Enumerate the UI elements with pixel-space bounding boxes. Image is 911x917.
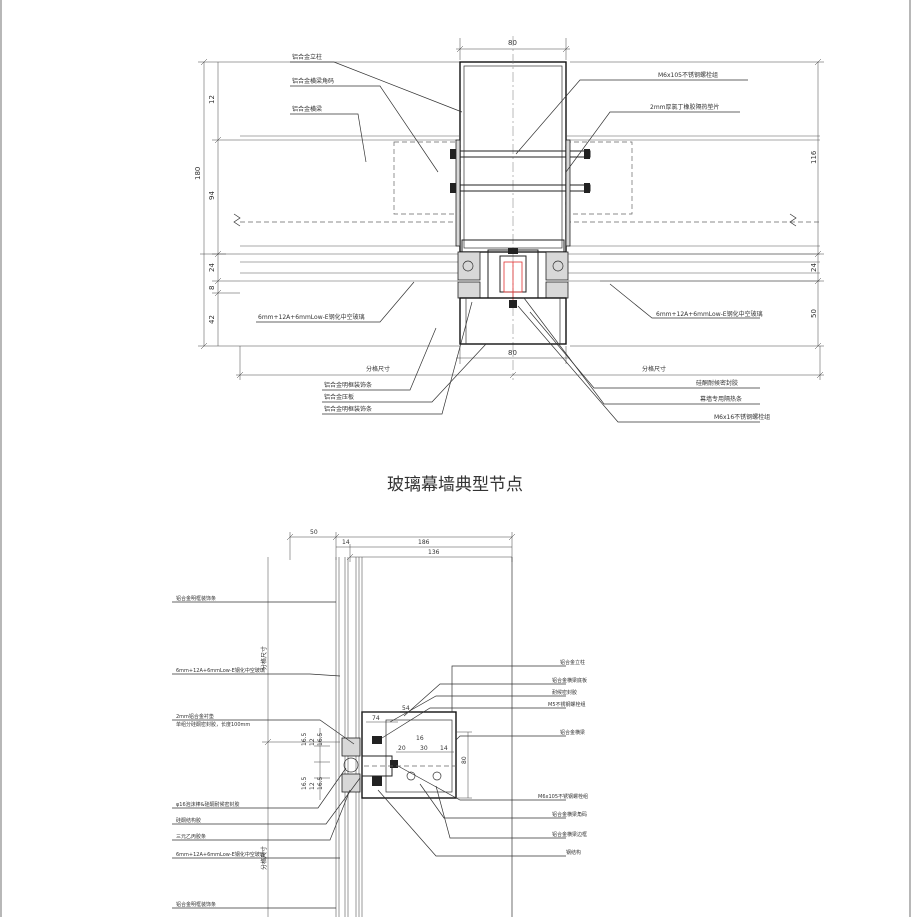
- plan-dimension-bottom: [236, 346, 824, 380]
- vdim-stack-5: 12: [309, 782, 316, 790]
- vdim-50: 50: [310, 529, 318, 536]
- plan-label-bolt-m6x105: M6x105不锈钢螺栓组: [658, 71, 718, 79]
- plan-leader-lines: [256, 61, 760, 423]
- plan-section-drawing: 12 94 180 24 8 42 116 24 50: [194, 36, 824, 423]
- vlabel-cap-bottom: 铝合金明框装饰条: [176, 901, 216, 908]
- vdim-20: 20: [398, 745, 406, 752]
- vertical-section-drawing: 50 186 136 14 分格尺寸 分格尺寸: [172, 529, 588, 917]
- plan-dimension-right: [570, 58, 824, 350]
- aluminum-transom: [240, 135, 820, 247]
- vlabel-transom: 铝合金横梁: [560, 729, 585, 736]
- plan-label-rubber-pad: 2mm厚氯丁橡胶隔热垫片: [650, 103, 720, 111]
- dim-left-8: 8: [208, 286, 216, 290]
- dim-bottom-module-left: 分格尺寸: [366, 365, 390, 373]
- vlabel-cap-top: 铝合金明框装饰条: [176, 595, 216, 602]
- dim-left-24: 24: [208, 263, 216, 272]
- vdim-module-upper: 分格尺寸: [260, 646, 268, 670]
- vlabel-glass-bottom: 6mm+12A+6mmLow-E钢化中空玻璃: [176, 851, 265, 858]
- vertical-detail-dimensions: [314, 721, 472, 800]
- pressure-plate-assembly: [457, 239, 569, 345]
- vlabel-liner-note: 单组分硅酮密封胶，长度100mm: [176, 721, 250, 728]
- vdim-stack-1: 16.5: [301, 732, 308, 746]
- vlabel-transom-bracket: 铝合金横梁角码: [552, 811, 587, 818]
- vdim-74: 74: [372, 715, 380, 722]
- plan-label-pressure-plate: 铝合金压板: [324, 393, 354, 401]
- vlabel-structural-sealant: 硅酮结构胶: [176, 817, 201, 824]
- vlabel-bolt-m6x105: M6x105不锈钢螺栓组: [538, 793, 588, 800]
- vdim-30: 30: [420, 745, 428, 752]
- plan-dimension-right-values: 116 24 50: [810, 150, 818, 318]
- vlabel-transom-base: 铝合金横梁底板: [552, 677, 587, 684]
- dim-left-12: 12: [208, 95, 216, 104]
- break-marks: [233, 213, 797, 227]
- vertical-leader-lines: [172, 601, 566, 909]
- plan-label-transom: 铝合金横梁: [292, 105, 322, 113]
- dim-bottom-80: 80: [508, 349, 517, 357]
- vlabel-epdm-strip: 三元乙丙胶条: [176, 833, 206, 840]
- dim-top-80: 80: [508, 39, 517, 47]
- vdim-80: 80: [461, 756, 468, 764]
- plan-dimension-left-values: 12 94 180 24 8 42: [194, 95, 216, 324]
- m6x105-bolts: [450, 139, 591, 247]
- vdim-14-detail: 14: [440, 745, 448, 752]
- dim-left-42: 42: [208, 315, 216, 324]
- plan-label-sealant: 硅酮耐候密封胶: [696, 379, 738, 387]
- plan-label-cap-1: 铝合金明框装饰条: [324, 381, 372, 389]
- vdim-stack-6: 16.5: [317, 776, 324, 790]
- vdim-136: 136: [428, 549, 440, 556]
- vdim-54: 54: [402, 705, 410, 712]
- vlabel-transom-frame: 铝合金横梁边框: [552, 831, 587, 838]
- plan-label-mullion: 铝合金立柱: [292, 53, 322, 61]
- plan-label-transom-bracket: 铝合金横梁角码: [292, 77, 334, 85]
- plan-label-thermal-break: 幕墙专用隔热条: [700, 395, 742, 403]
- plan-label-bolt-m6x16: M6x16不锈钢螺栓组: [714, 413, 770, 421]
- vlabel-foam-rod: φ16泡沫棒&硅酮耐候密封胶: [176, 801, 240, 808]
- dim-right-24: 24: [810, 263, 818, 272]
- vdim-stack-2: 12: [309, 738, 316, 746]
- vdim-stack-4: 16.5: [301, 776, 308, 790]
- plan-label-glass-right: 6mm+12A+6mmLow-E钢化中空玻璃: [656, 310, 763, 318]
- dim-left-180: 180: [194, 167, 202, 180]
- insulated-glass-left: [240, 253, 458, 282]
- vertical-dimension-top: [286, 532, 516, 562]
- insulated-glass-right: [568, 253, 820, 282]
- vlabel-bolt-m5: M5不锈钢螺栓组: [548, 701, 586, 708]
- plan-label-cap-2: 铝合金明框装饰条: [324, 405, 372, 413]
- plan-dimension-left: [198, 58, 460, 350]
- dim-bottom-module-right: 分格尺寸: [642, 365, 666, 373]
- vdim-stack-3: 16.5: [317, 732, 324, 746]
- dim-left-94: 94: [208, 191, 216, 200]
- vlabel-glass-top: 6mm+12A+6mmLow-E钢化中空玻璃: [176, 667, 265, 674]
- drawing-title: 玻璃幕墙典型节点: [387, 475, 523, 495]
- vdim-16: 16: [416, 735, 424, 742]
- vlabel-weather-sealant: 耐候密封胶: [552, 689, 577, 696]
- vdim-186: 186: [418, 539, 430, 546]
- vlabel-mullion: 铝合金立柱: [560, 659, 585, 666]
- dim-right-50: 50: [810, 309, 818, 318]
- dim-right-116: 116: [810, 150, 818, 164]
- vertical-dimension-side: [262, 557, 340, 917]
- vlabel-steel-structure: 钢结构: [566, 849, 581, 856]
- vdim-14: 14: [342, 539, 350, 546]
- vlabel-liner: 2mm铝合金衬垫: [176, 713, 214, 720]
- plan-label-glass-left: 6mm+12A+6mmLow-E钢化中空玻璃: [258, 313, 365, 321]
- vertical-transom-section: [341, 711, 457, 799]
